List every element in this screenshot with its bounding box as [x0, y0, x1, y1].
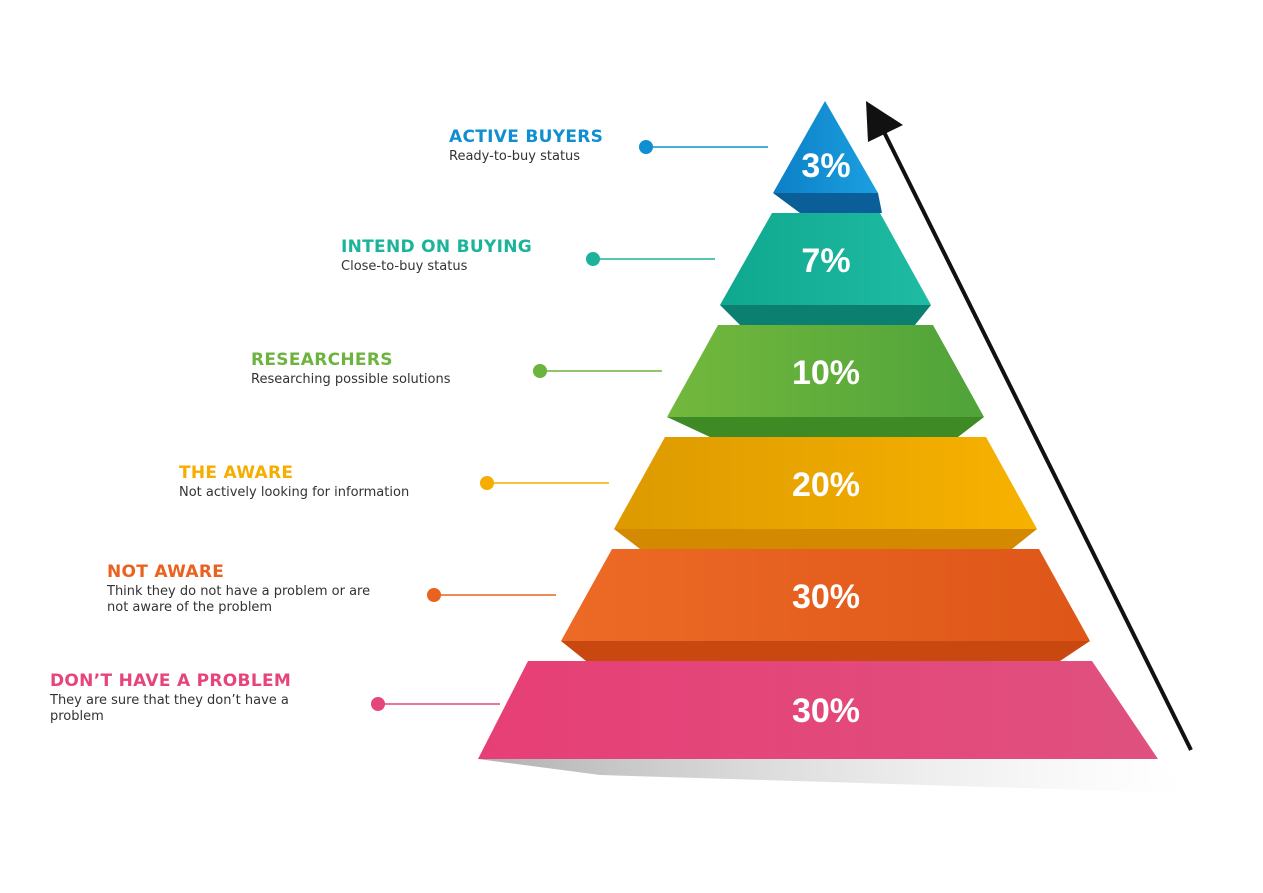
level-description: They are sure that they don’t have a pro…	[50, 693, 289, 724]
percent-the-aware: 20%	[792, 466, 860, 504]
level-title: INTEND ON BUYING	[341, 237, 532, 257]
fold-3	[667, 417, 984, 437]
tier-researchers	[667, 325, 984, 417]
upward-arrow-icon	[866, 101, 1193, 751]
percent-intend-on-buying: 7%	[801, 242, 850, 280]
tier-intend-on-buying	[720, 213, 931, 305]
fold-2	[720, 305, 931, 325]
label-not-aware: NOT AWARE Think they do not have a probl…	[107, 561, 392, 616]
level-description: Think they do not have a problem or are …	[107, 584, 371, 615]
label-the-aware: THE AWARE Not actively looking for infor…	[179, 462, 469, 501]
connector-active-buyers	[639, 140, 768, 154]
level-description: Ready-to-buy status	[449, 149, 581, 164]
label-intend-on-buying: INTEND ON BUYING Close-to-buy status	[341, 236, 581, 275]
connector-dont-have-problem	[371, 697, 500, 711]
percent-active-buyers: 3%	[801, 147, 850, 185]
level-title: ACTIVE BUYERS	[449, 127, 604, 147]
level-title: DON’T HAVE A PROBLEM	[50, 671, 292, 691]
percent-researchers: 10%	[792, 354, 860, 392]
percent-dont-have-problem: 30%	[792, 692, 860, 730]
connector-not-aware	[427, 588, 556, 602]
fold-5	[561, 641, 1090, 661]
level-description: Not actively looking for information	[179, 485, 410, 500]
level-description: Close-to-buy status	[341, 259, 468, 274]
label-active-buyers: ACTIVE BUYERS Ready-to-buy status	[449, 126, 649, 165]
label-dont-have-problem: DON’T HAVE A PROBLEM They are sure that …	[50, 670, 335, 725]
fold-1	[773, 193, 882, 213]
label-researchers: RESEARCHERS Researching possible solutio…	[251, 349, 521, 388]
tier-not-aware	[561, 549, 1090, 641]
tier-the-aware	[614, 437, 1037, 529]
level-description: Researching possible solutions	[251, 372, 451, 387]
level-title: RESEARCHERS	[251, 350, 393, 370]
tier-dont-have-problem	[478, 661, 1158, 759]
tier-active-buyers	[773, 101, 878, 193]
fold-4	[614, 529, 1037, 549]
percent-not-aware: 30%	[792, 578, 860, 616]
level-title: NOT AWARE	[107, 562, 225, 582]
connector-intend-on-buying	[586, 252, 715, 266]
ground-shadow	[478, 759, 1185, 793]
connector-researchers	[533, 364, 662, 378]
connector-the-aware	[480, 476, 609, 490]
level-title: THE AWARE	[179, 463, 294, 483]
